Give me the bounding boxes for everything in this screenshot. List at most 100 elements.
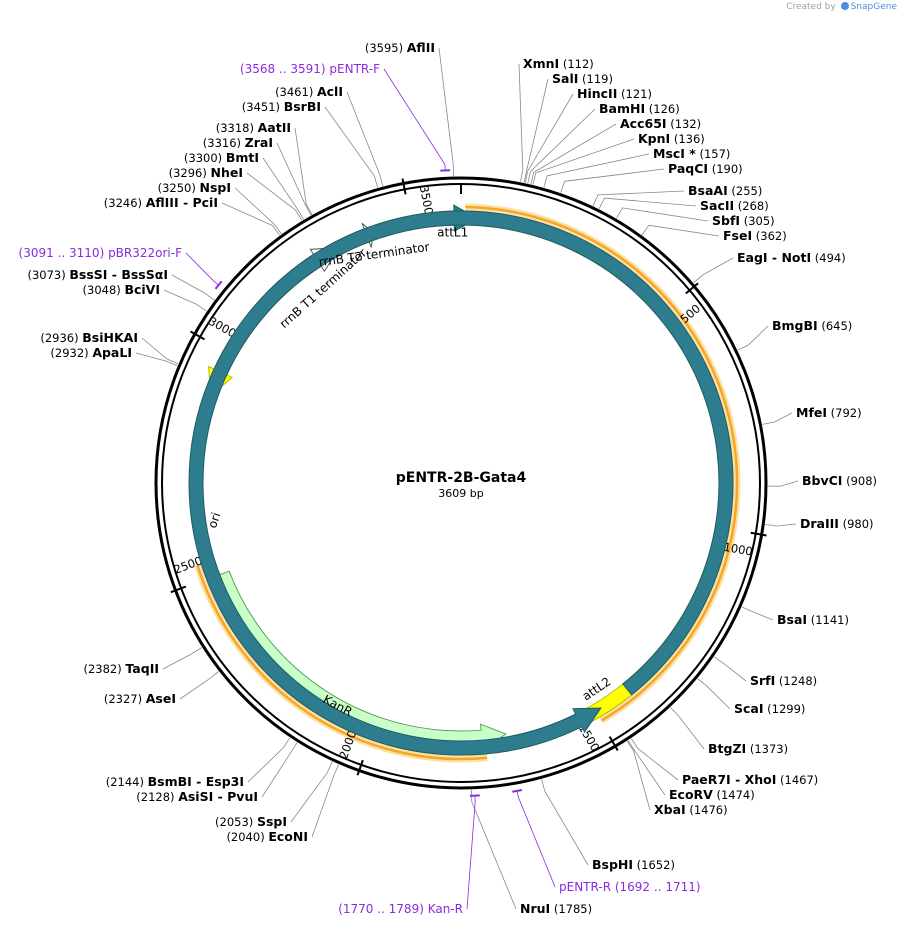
credit-brand: SnapGene [850, 2, 897, 12]
site-name: BsaI [777, 612, 807, 627]
site-position: (792) [827, 406, 862, 420]
leader-xbai [626, 740, 651, 811]
site-label-acc65i: Acc65I (132) [620, 116, 701, 131]
site-label-mfei: MfeI (792) [796, 405, 862, 420]
leader-zrai [276, 142, 312, 216]
leader-srfi [713, 656, 747, 682]
site-label-bcivi: (3048) BciVI [83, 282, 160, 297]
site-label-xbai: XbaI (1476) [654, 802, 728, 817]
site-position: (2932) [50, 346, 92, 360]
site-name: SacII [700, 198, 734, 213]
leader-sspi [290, 761, 333, 823]
site-name: SbfI [712, 213, 740, 228]
primer-mark-pentr-r [512, 789, 523, 793]
site-label-ecorv: EcoRV (1474) [669, 787, 755, 802]
site-label-bbvci: BbvCI (908) [802, 473, 877, 488]
site-name: TaqII [125, 661, 159, 676]
site-position: (1299) [764, 702, 806, 716]
plasmid-name: pENTR-2B-Gata4 [396, 470, 527, 486]
tick-label-1000: 1000 [723, 540, 754, 559]
leader-econi [311, 764, 339, 838]
leader-sbfi [616, 207, 709, 222]
site-label-msci: MscI * (157) [653, 146, 730, 161]
leader-msci [543, 153, 650, 188]
site-label-bmgbi: BmgBI (645) [772, 318, 852, 333]
site-position: (268) [734, 199, 769, 213]
site-name: Kan-R [428, 902, 463, 916]
site-label-draiii: DraIII (980) [800, 516, 874, 531]
site-name: PaqCI [668, 161, 708, 176]
kanr-region-line [196, 564, 488, 761]
site-position: (980) [839, 517, 874, 531]
primer-label-kan-r: (1770 .. 1789) Kan-R [338, 902, 463, 916]
site-label-hincii: HincII (121) [577, 86, 652, 101]
site-name: KpnI [638, 131, 670, 146]
site-position: (3300) [184, 151, 226, 165]
leader-nrui [471, 789, 517, 910]
site-name: ZraI [245, 135, 273, 150]
site-position: (2053) [215, 815, 257, 829]
site-label-taqii: (2382) TaqII [83, 661, 159, 676]
site-name: AclI [317, 84, 343, 99]
site-label-srfi: SrfI (1248) [750, 673, 817, 688]
site-label-xmni: XmnI (112) [523, 56, 594, 71]
snapgene-logo-icon [840, 2, 849, 10]
site-name: EcoRV [669, 787, 713, 802]
site-name: PaeR7I - XhoI [682, 772, 776, 787]
site-name: BspHI [592, 857, 633, 872]
site-label-apali: (2932) ApaLI [50, 345, 132, 360]
leader-bmti [262, 157, 305, 220]
leader-btgzi [670, 707, 705, 750]
site-position: (3250) [158, 181, 200, 195]
leader-pentr-r [516, 790, 556, 888]
leader-acc65i [530, 123, 617, 185]
site-label-zrai: (3316) ZraI [203, 135, 273, 150]
leader-sali [523, 78, 549, 183]
leader-lines [135, 47, 799, 910]
site-label-sali: SalI (119) [552, 71, 613, 86]
leader-asei [179, 671, 219, 700]
credit-prefix: Created by [786, 2, 836, 12]
tick-1000 [750, 531, 767, 537]
site-label-bsrbi: (3451) BsrBI [242, 99, 321, 114]
leader-bsai [741, 606, 774, 621]
site-position: (1248) [775, 674, 817, 688]
leader-bsmbi-esp3i [247, 737, 291, 783]
leader-fsei [641, 224, 720, 237]
snapgene-credit: Created by SnapGene [786, 2, 897, 12]
leader-pbr322ori-f [185, 252, 219, 286]
leader-nspi [234, 187, 282, 235]
site-name: EagI - NotI [737, 250, 811, 265]
leader-kpni [532, 138, 635, 185]
site-position: (3048) [83, 283, 125, 297]
insert-line [465, 205, 739, 722]
site-position: (908) [842, 474, 877, 488]
primer-label-pentr-r: pENTR-R (1692 .. 1711) [559, 880, 701, 894]
site-label-acli: (3461) AclI [275, 84, 343, 99]
site-label-btgzi: BtgZI (1373) [708, 741, 788, 756]
leader-scai [697, 678, 731, 710]
site-position: (136) [670, 132, 705, 146]
site-name: FseI [723, 228, 752, 243]
site-label-paqci: PaqCI (190) [668, 161, 743, 176]
backbone-outer [154, 176, 768, 790]
leader-aflii [438, 47, 454, 177]
site-name: pENTR-R [559, 880, 611, 894]
site-name: Acc65I [620, 116, 667, 131]
site-label-eagi-noti: EagI - NotI (494) [737, 250, 846, 265]
site-position: (119) [578, 72, 613, 86]
site-position: (3091 .. 3110) [19, 246, 109, 260]
site-position: (362) [752, 229, 787, 243]
site-position: (2936) [40, 331, 82, 345]
site-name: MscI * [653, 146, 696, 161]
site-name: NspI [199, 180, 231, 195]
site-name: AatII [258, 120, 291, 135]
leader-nhei [246, 172, 303, 221]
site-label-nspi: (3250) NspI [158, 180, 231, 195]
site-position: (3568 .. 3591) [240, 62, 330, 76]
site-name: SrfI [750, 673, 775, 688]
site-position: (1373) [746, 742, 788, 756]
site-label-nrui: NruI (1785) [520, 901, 592, 916]
site-label-paer7i-xhoi: PaeR7I - XhoI (1467) [682, 772, 818, 787]
